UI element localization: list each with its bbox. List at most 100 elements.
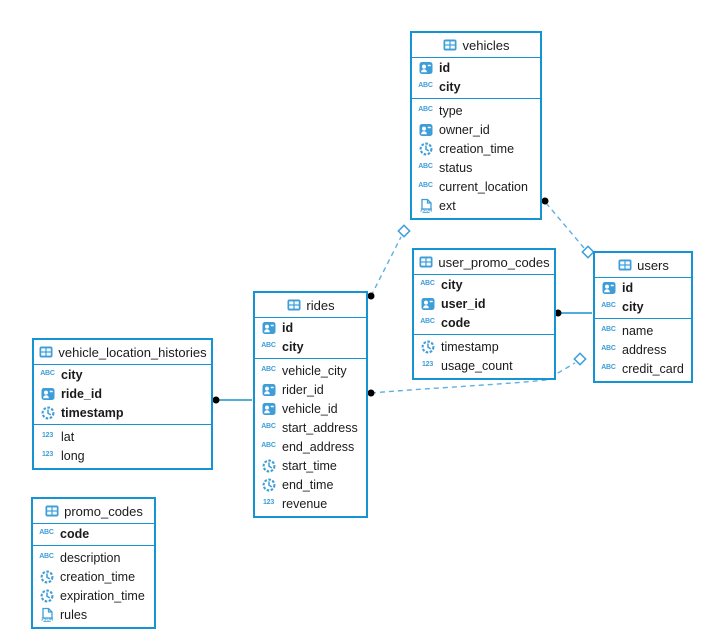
id-icon [261,383,276,397]
column-label: city [61,367,83,382]
column-vehicle_location_histories-ride_id[interactable]: ride_id [34,384,211,403]
id-icon [420,297,435,311]
column-label: code [441,315,471,330]
column-user_promo_codes-user_id[interactable]: user_id [414,294,554,313]
relation-vehicle_location_histories-rides[interactable] [212,396,253,404]
column-label: long [61,448,85,463]
table-header-users[interactable]: users [595,253,691,278]
column-label: id [622,280,634,295]
column-promo_codes-code[interactable]: ABC code [33,524,154,543]
table-icon [286,298,301,312]
column-vehicles-id[interactable]: id [412,58,540,77]
text-icon: ABC [418,163,433,170]
column-label: lat [61,429,75,444]
column-rides-end_time[interactable]: end_time [255,475,366,494]
text-icon: ABC [601,345,616,352]
column-label: usage_count [441,358,513,373]
column-user_promo_codes-timestamp[interactable]: timestamp [414,334,554,356]
text-icon: ABC [418,82,433,89]
column-label: address [622,342,667,357]
column-promo_codes-rules[interactable]: JSON rules [33,605,154,624]
relation-vehicles-users[interactable] [541,197,595,259]
column-label: status [439,160,473,175]
table-title: promo_codes [64,503,143,519]
column-rides-rider_id[interactable]: rider_id [255,380,366,399]
column-label: city [439,79,461,94]
column-rides-start_time[interactable]: start_time [255,456,366,475]
table-title: rides [306,297,335,313]
column-vehicles-owner_id[interactable]: owner_id [412,120,540,139]
text-icon: ABC [40,370,55,377]
column-vehicle_location_histories-timestamp[interactable]: timestamp [34,403,211,422]
svg-text:JSON: JSON [40,617,53,622]
relation-dot-marker [541,197,549,205]
column-label: creation_time [60,569,136,584]
column-users-id[interactable]: id [595,278,691,297]
column-promo_codes-expiration_time[interactable]: expiration_time [33,586,154,605]
column-label: city [622,299,644,314]
relation-dot-marker [554,309,562,317]
column-label: code [60,526,90,541]
id-icon [40,387,55,401]
column-vehicles-city[interactable]: ABC city [412,77,540,96]
id-icon [261,321,276,335]
column-label: id [439,60,451,75]
table-header-vehicles[interactable]: vehicles [412,33,540,58]
column-label: city [282,339,304,354]
table-title: vehicles [462,37,510,53]
text-icon: ABC [39,529,54,536]
svg-text:JSON: JSON [419,208,432,213]
column-label: ride_id [61,386,102,401]
table-header-user_promo_codes[interactable]: user_promo_codes [414,250,554,275]
column-users-address[interactable]: ABC address [595,340,691,359]
table-header-rides[interactable]: rides [255,293,366,318]
column-label: rider_id [282,382,324,397]
column-rides-vehicle_id[interactable]: vehicle_id [255,399,366,418]
relation-rides-vehicles[interactable] [367,224,411,300]
column-vehicles-status[interactable]: ABC status [412,158,540,177]
table-header-vehicle_location_histories[interactable]: vehicle_location_histories [34,340,211,365]
id-icon [418,123,433,137]
text-icon: ABC [261,423,276,430]
table-header-promo_codes[interactable]: promo_codes [33,499,154,524]
column-label: description [60,550,121,565]
relation-rides-users[interactable] [367,352,587,397]
column-label: rules [60,607,88,622]
column-promo_codes-creation_time[interactable]: creation_time [33,567,154,586]
relation-user_promo_codes-users[interactable] [554,309,593,317]
table-title: user_promo_codes [438,254,550,270]
column-vehicles-creation_time[interactable]: creation_time [412,139,540,158]
column-label: end_time [282,477,334,492]
column-label: owner_id [439,122,490,137]
column-rides-id[interactable]: id [255,318,366,337]
column-label: current_location [439,179,528,194]
column-vehicle_location_histories-city[interactable]: ABC city [34,365,211,384]
column-label: city [441,277,463,292]
column-label: start_time [282,458,337,473]
json-icon: JSON [39,607,54,622]
